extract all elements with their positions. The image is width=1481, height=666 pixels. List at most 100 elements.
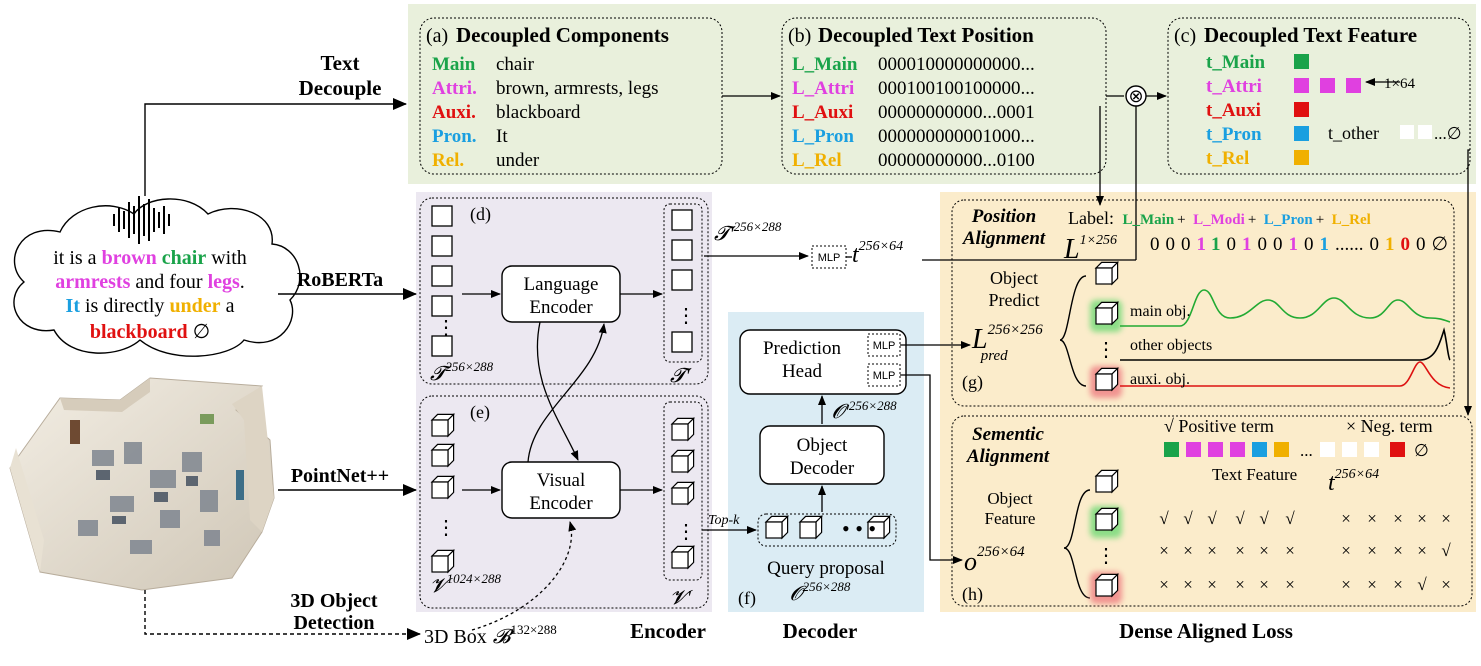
curve-main-label: main obj. xyxy=(1130,303,1190,320)
panel-d-label: (d) xyxy=(470,204,491,225)
detection-label-2: Detection xyxy=(293,612,374,634)
position-row: L_Auxi 00000000000...0001 xyxy=(792,102,1035,123)
query-cube xyxy=(866,514,892,540)
curve-other-label: other objects xyxy=(1130,337,1212,354)
position-key: L_Auxi xyxy=(792,102,853,123)
text-token xyxy=(431,335,453,357)
label-seq-item: 0 xyxy=(1181,234,1191,255)
label-seq-item: 1 xyxy=(1211,234,1220,255)
L-sup: 1×256 xyxy=(1080,233,1117,248)
feature-ellipsis: ... xyxy=(1300,441,1313,460)
text-output-tokens: ⋮ xyxy=(671,209,696,353)
semantic-object-cubes xyxy=(1090,468,1122,604)
object-cube-main xyxy=(1090,300,1122,332)
obj-feature-2: Feature xyxy=(985,509,1036,528)
component-value: under xyxy=(496,150,540,171)
label-seq-item: 0 xyxy=(1400,234,1410,255)
text-token xyxy=(431,295,453,317)
positive-term-label: √ Positive term xyxy=(1164,416,1274,436)
encoder-section-label: Encoder xyxy=(630,619,706,643)
prediction-head-label-1: Prediction xyxy=(763,338,842,359)
feature-swatch-pron xyxy=(1252,442,1267,457)
panel-b-title: Decoupled Text Position xyxy=(818,23,1034,47)
pos-label-pron: L_Pron xyxy=(1264,212,1314,228)
matrix-cell: √ xyxy=(1183,509,1193,528)
label-seq-item: 1 xyxy=(1242,234,1252,255)
panel-b-prefix: (b) xyxy=(788,25,811,47)
position-object-cubes xyxy=(1090,260,1122,398)
component-key: Rel. xyxy=(432,150,464,171)
object-decoder-label-2: Decoder xyxy=(790,458,855,479)
query-cube xyxy=(798,514,824,540)
Lpred-sup: 256×256 xyxy=(988,322,1044,338)
position-value: 00000000000...0100 xyxy=(878,150,1035,171)
matrix-cell: × xyxy=(1417,541,1427,560)
cross-arrow-vis-to-lang xyxy=(527,323,607,463)
matrix-cell: √ xyxy=(1285,509,1295,528)
pointnet-label: PointNet++ xyxy=(291,465,389,487)
object-cube-main xyxy=(1090,506,1122,538)
object-decoder-label-1: Object xyxy=(797,435,848,456)
sentence-word: . xyxy=(240,271,245,293)
matrix-cell: × xyxy=(1341,509,1351,528)
matrix-cell: × xyxy=(1159,541,1169,560)
label-seq-item: ...... xyxy=(1335,234,1364,255)
component-value: chair xyxy=(496,54,535,75)
box-text: 3D Box xyxy=(424,626,487,648)
label-seq-item: 0 xyxy=(1226,234,1236,255)
query-cubes xyxy=(764,514,892,540)
position-value: 00000000000...0001 xyxy=(878,102,1035,123)
V-sup: 1024×288 xyxy=(447,571,502,586)
language-encoder-label-1: Language xyxy=(524,274,599,295)
text-decouple-label-2: Decouple xyxy=(299,76,382,100)
t-other-tail: ...∅ xyxy=(1434,124,1462,143)
t-symbol: t256×64 xyxy=(852,239,903,268)
pos-label-main: L_Main xyxy=(1122,212,1174,228)
matrix-cell: × xyxy=(1393,541,1403,560)
panel-c-title: Decoupled Text Feature xyxy=(1204,23,1417,47)
feature-swatch-attri xyxy=(1208,442,1223,457)
tf-symbol: t256×64 xyxy=(1328,467,1379,496)
pos-vdots: ⋮ xyxy=(1096,339,1116,361)
position-key: L_Attri xyxy=(792,78,854,99)
feature-key: t_Auxi xyxy=(1206,100,1261,121)
encoder-panel-bg xyxy=(416,192,712,612)
feature-key: t_Pron xyxy=(1206,124,1262,145)
matrix-cell: × xyxy=(1367,575,1377,594)
topk-label: Top-k xyxy=(708,513,740,528)
label-seq-item: 0 xyxy=(1273,234,1283,255)
token-vdots: ⋮ xyxy=(436,317,456,339)
feature-swatch xyxy=(1294,150,1309,165)
pos-label-modi: L_Modi xyxy=(1193,212,1245,228)
panel-g-label: (g) xyxy=(962,372,983,393)
loss-panel-bg xyxy=(940,192,1476,612)
Lpred-text: L xyxy=(971,324,988,355)
feature-swatch-other xyxy=(1320,442,1335,457)
matrix-cell: × xyxy=(1367,541,1377,560)
token-vdots: ⋮ xyxy=(676,521,696,543)
component-key: Auxi. xyxy=(432,102,476,123)
visual-token-cube xyxy=(430,412,456,438)
label-seq-item: 1 xyxy=(1385,234,1395,255)
visual-output-cube xyxy=(670,544,696,570)
pos-label-rel: L_Rel xyxy=(1332,212,1371,228)
label-seq-item: 0 xyxy=(1257,234,1267,255)
o-symbol: o256×64 xyxy=(964,544,1025,576)
query-ellipsis: • • • xyxy=(842,516,876,541)
label-seq-item: 0 xyxy=(1416,234,1426,255)
detection-label-1: 3D Object xyxy=(290,590,378,612)
panel-e-label: (e) xyxy=(470,402,490,423)
mlp-label-text: MLP xyxy=(818,252,841,264)
text-token xyxy=(431,205,453,227)
sentence-word: it is a xyxy=(53,247,101,269)
obj-predict-2: Predict xyxy=(989,290,1040,310)
object-cube-auxi xyxy=(1090,366,1122,398)
matrix-cell: × xyxy=(1441,575,1451,594)
feature-swatch-rel xyxy=(1274,442,1289,457)
prediction-head-box xyxy=(739,329,907,395)
position-value: 000100100100000... xyxy=(878,78,1035,99)
sentence-word: and four xyxy=(130,271,207,293)
curve-auxi-label: auxi. obj. xyxy=(1130,371,1190,388)
pos-label-prefix: Label: xyxy=(1068,208,1114,228)
